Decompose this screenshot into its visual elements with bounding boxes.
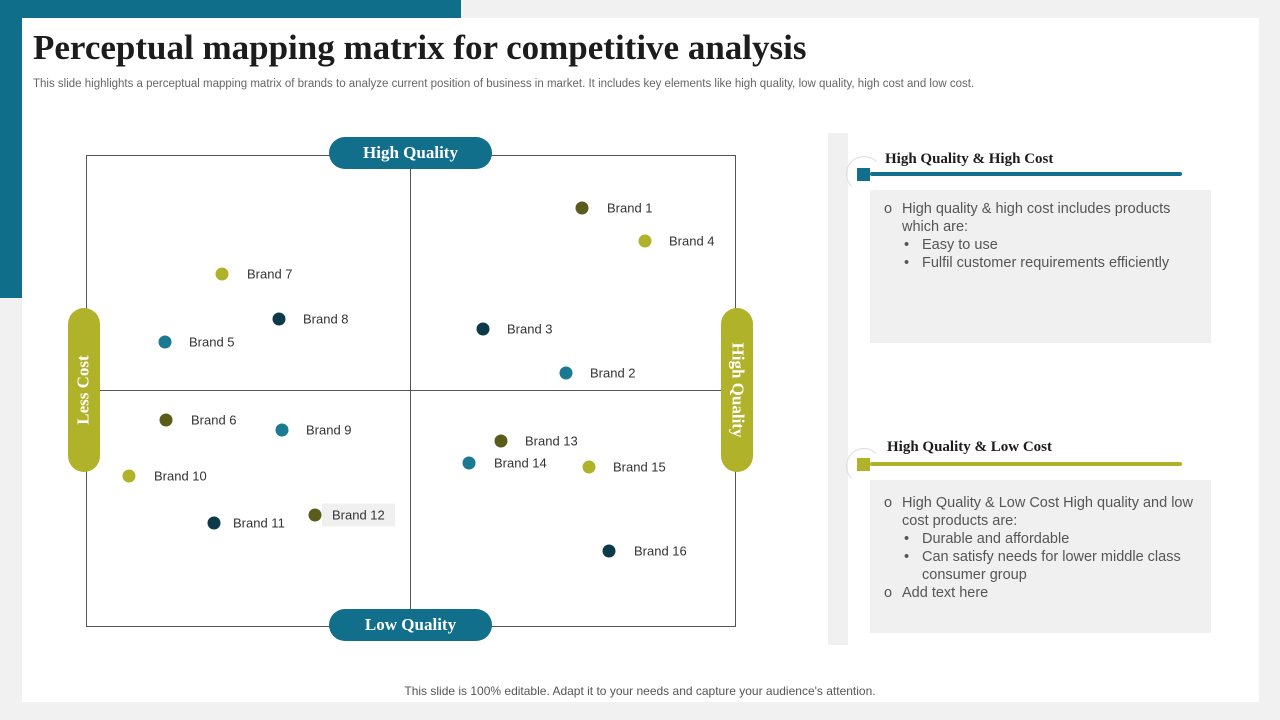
axis-label-right: High Quality — [721, 308, 753, 472]
brand-16-dot — [602, 544, 616, 558]
axis-label-right-text: High Quality — [728, 342, 747, 438]
panel-2-line — [870, 462, 1182, 466]
axis-label-top: High Quality — [329, 137, 492, 169]
panel-1-arc — [846, 156, 882, 192]
bullet-icon: • — [904, 255, 910, 271]
vertical-axis — [410, 155, 411, 627]
circle-bullet-icon: o — [884, 585, 893, 601]
brand-3-dot — [476, 322, 490, 336]
brand-9-dot — [275, 423, 289, 437]
brand-11-label: Brand 11 — [233, 515, 285, 531]
axis-label-bottom: Low Quality — [329, 609, 492, 641]
horizontal-axis — [100, 390, 736, 391]
axis-label-left-text: Less Cost — [74, 355, 94, 425]
panel-2-bullet: • Durable and affordable — [884, 530, 1197, 548]
brand-7-label: Brand 7 — [247, 266, 293, 282]
panel-1-marker — [857, 168, 870, 181]
circle-bullet-icon: o — [884, 201, 893, 217]
axis-label-left: Less Cost — [68, 308, 100, 472]
brand-4-label: Brand 4 — [669, 233, 715, 249]
panel-1-point: o High quality & high cost includes prod… — [884, 200, 1197, 236]
brand-5-label: Brand 5 — [189, 334, 235, 350]
page-subtitle: This slide highlights a perceptual mappi… — [33, 78, 975, 90]
panel-1-bullet-text: Easy to use — [922, 237, 998, 253]
brand-12-label: Brand 12 — [322, 503, 395, 527]
panel-2-marker — [857, 458, 870, 471]
panel-2-bullet-text: Durable and affordable — [922, 531, 1070, 547]
panel-1-title: High Quality & High Cost — [885, 151, 1054, 167]
panel-2-bullet: • Can satisfy needs for lower middle cla… — [884, 548, 1197, 584]
panel-2-extra-text: Add text here — [902, 585, 989, 601]
brand-7-dot — [215, 267, 229, 281]
brand-15-label: Brand 15 — [613, 459, 666, 475]
brand-13-label: Brand 13 — [525, 433, 578, 449]
brand-11-dot — [207, 516, 221, 530]
brand-5-dot — [158, 335, 172, 349]
brand-14-dot — [462, 456, 476, 470]
bullet-icon: • — [904, 549, 910, 565]
panel-1-bullet: • Fulfil customer requirements efficient… — [884, 254, 1197, 272]
brand-6-label: Brand 6 — [191, 412, 237, 428]
brand-8-dot — [272, 312, 286, 326]
bullet-icon: • — [904, 237, 910, 253]
panel-2-box: o High Quality & Low Cost High quality a… — [870, 480, 1211, 633]
brand-12-dot — [308, 508, 322, 522]
brand-6-dot — [159, 413, 173, 427]
brand-8-label: Brand 8 — [303, 311, 349, 327]
panel-2-point-text: High Quality & Low Cost High quality and… — [902, 495, 1193, 529]
bullet-icon: • — [904, 531, 910, 547]
panel-1-bullet: • Easy to use — [884, 236, 1197, 254]
side-strip — [828, 133, 848, 645]
brand-16-label: Brand 16 — [634, 543, 687, 559]
panel-2-bullet-text: Can satisfy needs for lower middle class… — [922, 549, 1181, 583]
footer-note: This slide is 100% editable. Adapt it to… — [404, 684, 876, 698]
brand-10-dot — [122, 469, 136, 483]
panel-2-arc — [846, 448, 882, 484]
panel-1-point-text: High quality & high cost includes produc… — [902, 201, 1171, 235]
circle-bullet-icon: o — [884, 495, 893, 511]
panel-2-title: High Quality & Low Cost — [887, 439, 1053, 455]
page-title: Perceptual mapping matrix for competitiv… — [33, 28, 807, 67]
brand-9-label: Brand 9 — [306, 422, 352, 438]
brand-3-label: Brand 3 — [507, 321, 553, 337]
brand-15-dot — [582, 460, 596, 474]
panel-1-box: o High quality & high cost includes prod… — [870, 190, 1211, 343]
brand-2-dot — [559, 366, 573, 380]
brand-2-label: Brand 2 — [590, 365, 636, 381]
panel-2-point: o High Quality & Low Cost High quality a… — [884, 494, 1197, 530]
brand-14-label: Brand 14 — [494, 455, 547, 471]
brand-10-label: Brand 10 — [154, 468, 207, 484]
brand-4-dot — [638, 234, 652, 248]
panel-2-point: o Add text here — [884, 584, 1197, 602]
panel-1-bullet-text: Fulfil customer requirements efficiently — [922, 255, 1170, 271]
panel-1-line — [870, 172, 1182, 176]
brand-1-dot — [575, 201, 589, 215]
brand-13-dot — [494, 434, 508, 448]
brand-1-label: Brand 1 — [607, 200, 653, 216]
